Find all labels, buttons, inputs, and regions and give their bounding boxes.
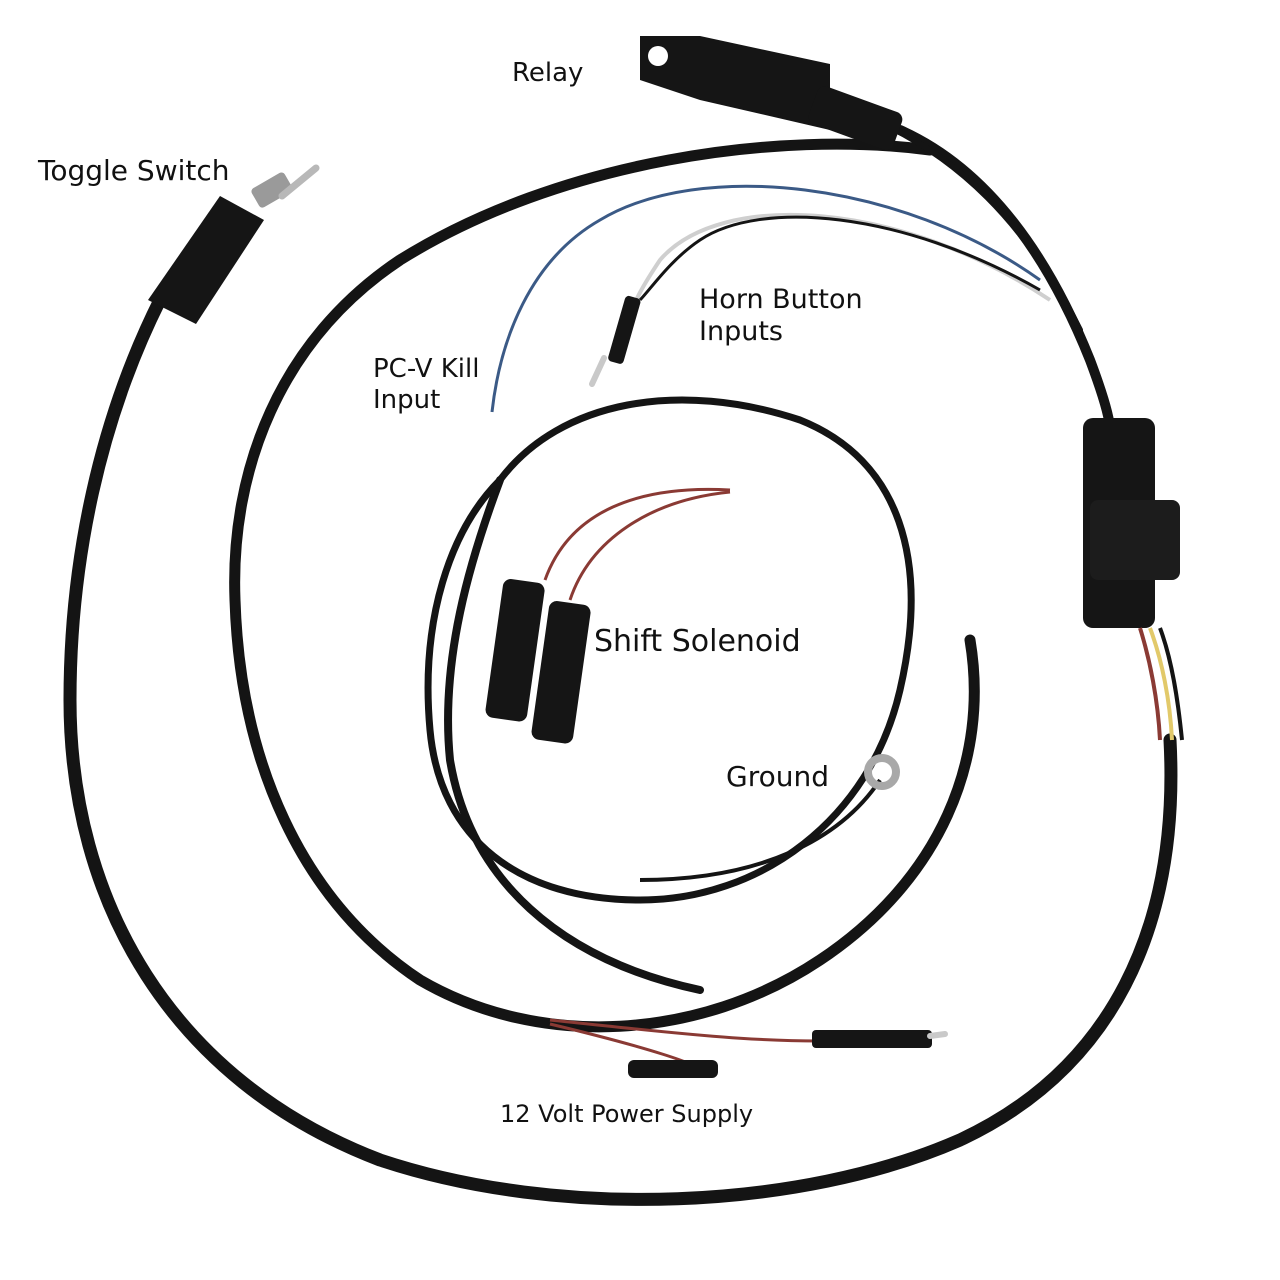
shift-terminal-1 — [485, 579, 545, 722]
horn-wire-black — [638, 215, 1041, 302]
pcv-kill-label: PC-V Kill Input — [373, 354, 479, 416]
power-supply-label: 12 Volt Power Supply — [500, 1100, 754, 1128]
ground-ring-terminal — [864, 754, 900, 790]
shift-terminal-2 — [531, 601, 591, 744]
toggle-switch — [148, 164, 320, 324]
pcv-kill-wire — [490, 184, 1041, 413]
shift-solenoid-branch — [444, 476, 704, 994]
horn-button-label: Horn Button Inputs — [699, 284, 863, 349]
relay-body — [640, 36, 903, 151]
shift-wire-red-1 — [543, 487, 731, 581]
toggle-switch-label: Toggle Switch — [38, 154, 230, 187]
relay-label: Relay — [512, 58, 584, 88]
connector-wire-black — [1158, 627, 1184, 741]
shift-solenoid-label: Shift Solenoid — [594, 624, 801, 659]
horn-terminal — [608, 295, 641, 364]
shift-solenoid-loop — [424, 396, 915, 904]
connector-latch — [1090, 500, 1180, 580]
connector-wire-yellow — [1148, 627, 1174, 741]
connector-wire-red — [1138, 627, 1162, 741]
main-loop-cable — [229, 138, 980, 1033]
ground-wire — [639, 778, 882, 882]
toggle-switch-cable — [63, 293, 1178, 1206]
horn-button-label-line1: Horn Button — [699, 284, 863, 315]
pcv-kill-label-line2: Input — [373, 385, 441, 416]
shift-wire-red-2 — [568, 490, 731, 601]
horn-terminal-pin — [589, 355, 607, 387]
pcv-kill-label-line1: PC-V Kill — [373, 354, 480, 384]
horn-button-label-line2: Inputs — [699, 316, 783, 348]
power-terminal-2 — [628, 1060, 718, 1078]
power-terminal-1 — [812, 1030, 932, 1048]
power-terminal-pin — [927, 1031, 948, 1039]
ground-label: Ground — [726, 760, 829, 793]
